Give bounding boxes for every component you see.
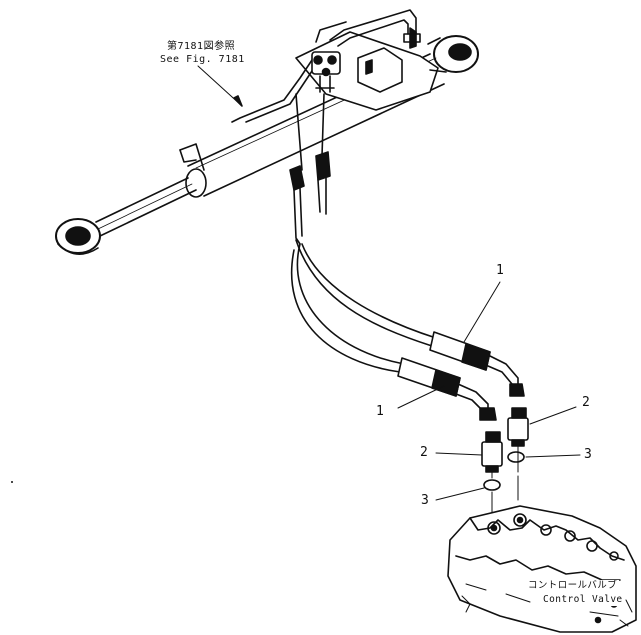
centre-lines (492, 446, 518, 512)
callout-number: 1 (376, 404, 384, 419)
callout-number: 1 (496, 263, 504, 278)
o-rings (484, 452, 524, 490)
reference-label-jp: 第7181図参照 (167, 41, 236, 52)
callout-number: 3 (421, 493, 429, 508)
callout-leaders (398, 282, 580, 500)
control-valve-label-jp: コントロールバルブ (526, 580, 620, 592)
hoses (290, 94, 524, 420)
callout-number: 2 (420, 445, 428, 460)
hydraulic-cylinder (56, 10, 478, 254)
reference-label-en: See Fig. 7181 (160, 54, 245, 65)
control-valve (448, 506, 636, 632)
callout-number: 2 (582, 395, 590, 410)
reference-leader (198, 66, 242, 106)
callout-number: 3 (584, 447, 592, 462)
control-valve-label-en: Control Valve (541, 594, 625, 606)
